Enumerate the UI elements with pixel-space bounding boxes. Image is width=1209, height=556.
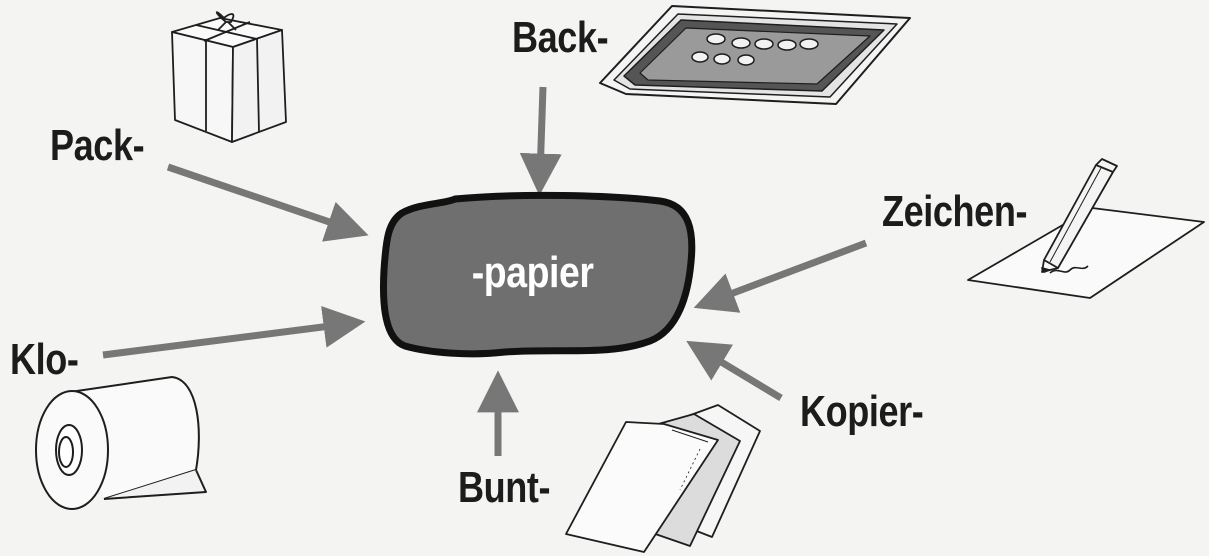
prefix-zeichen: Zeichen-	[882, 187, 1028, 236]
prefix-klo: Klo-	[10, 335, 79, 384]
arrow-back	[519, 86, 562, 196]
pencil-drawing-icon	[967, 158, 1205, 299]
prefix-bunt: Bunt-	[458, 463, 551, 512]
center-blob	[379, 191, 696, 358]
arrows	[102, 86, 868, 456]
center-label-text: -papier	[472, 248, 594, 297]
prefix-back: Back-	[512, 13, 609, 62]
toilet-roll-icon	[35, 376, 207, 510]
baking-tray-icon	[599, 5, 911, 105]
paper-sheets-icon	[565, 404, 761, 553]
gift-box-icon	[171, 11, 287, 143]
prefix-kopier: Kopier-	[800, 387, 924, 436]
arrow-klo	[102, 306, 366, 359]
prefix-pack: Pack-	[50, 121, 145, 170]
arrow-pack	[166, 163, 369, 242]
center-label: -papier	[378, 198, 688, 348]
arrow-zeichen	[693, 239, 868, 313]
arrow-kopier	[686, 340, 783, 401]
